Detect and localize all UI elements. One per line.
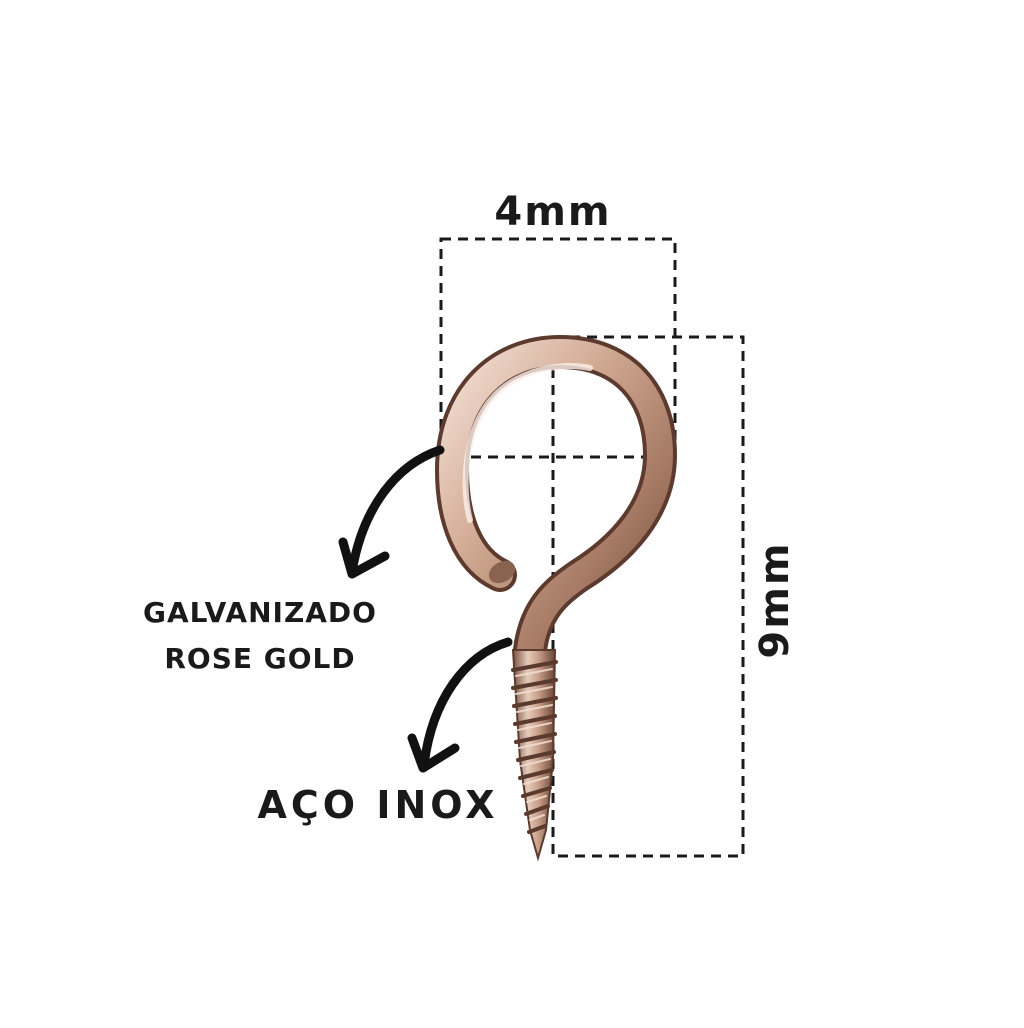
curved-arrow-icon xyxy=(407,637,513,773)
finish-label-line1: GALVANIZADO xyxy=(143,596,377,629)
height-dimension-label: 9mm xyxy=(752,541,798,658)
material-label: AÇO INOX xyxy=(257,783,498,827)
finish-label-line2: ROSE GOLD xyxy=(164,642,355,675)
screw-eye-hook-image xyxy=(434,334,678,862)
width-dimension-label: 4mm xyxy=(494,189,611,235)
width-dimension-box xyxy=(439,237,677,459)
curved-arrow-icon xyxy=(338,445,445,579)
